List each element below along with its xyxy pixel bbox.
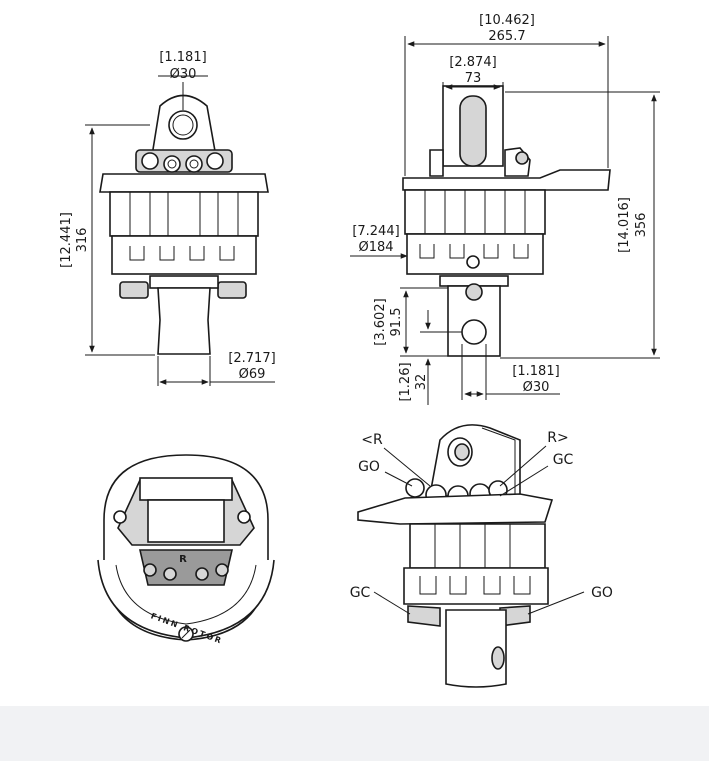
front-view: [99, 94, 269, 355]
drawing-canvas: [1.181] Ø30 [12.441] 316 [2.717] Ø69: [59, 13, 660, 688]
iso-callouts: <R R> GO GC GC GO: [350, 430, 613, 615]
side-shaft-inch: [3.602]: [373, 298, 388, 345]
callout-gc-top: GC: [553, 452, 574, 468]
side-width-mm: 265.7: [488, 29, 525, 44]
technical-drawing: [1.181] Ø30 [12.441] 316 [2.717] Ø69: [59, 13, 660, 688]
top-view-fittings: [138, 549, 234, 586]
side-height-inch: [14.016]: [617, 197, 632, 253]
callout-gc-bottom: GC: [350, 585, 371, 601]
front-height-mm: 316: [75, 228, 90, 253]
side-dimensions: [10.462] 265.7 [2.874] 73 [14.016] 356 […: [350, 13, 660, 405]
side-hole-offset-inch: [1.26]: [398, 362, 413, 401]
front-height-inch: [12.441]: [59, 212, 74, 268]
side-width-inch: [10.462]: [479, 13, 535, 28]
front-dimensions: [1.181] Ø30 [12.441] 316 [2.717] Ø69: [59, 50, 276, 386]
iso-view: [357, 424, 554, 688]
callout-go-top: GO: [358, 459, 380, 475]
side-bracket-inch: [2.874]: [449, 55, 496, 70]
front-shaft-inch: [2.717]: [228, 351, 275, 366]
side-height-mm: 356: [634, 213, 649, 238]
side-hole-mm: Ø30: [523, 380, 550, 395]
footer-band: [0, 706, 709, 761]
side-view: [402, 85, 611, 357]
front-shaft-mm: Ø69: [239, 367, 266, 382]
front-top-fittings: [135, 149, 233, 173]
callout-rotate-left: <R: [361, 432, 383, 448]
plate-letter: R: [179, 554, 187, 565]
side-shaft-mm: 91.5: [389, 308, 404, 337]
side-hole-offset-mm: 32: [414, 374, 429, 391]
side-hole-inch: [1.181]: [512, 364, 559, 379]
side-body-mm: Ø184: [358, 240, 393, 255]
front-pin-mm: Ø30: [170, 67, 197, 82]
callout-go-bottom: GO: [591, 585, 613, 601]
side-body-inch: [7.244]: [352, 224, 399, 239]
callout-rotate-right: R>: [547, 430, 568, 446]
front-pin-inch: [1.181]: [159, 50, 206, 65]
top-view: R FINN ROTOR: [97, 454, 275, 646]
side-bracket-mm: 73: [465, 71, 482, 86]
